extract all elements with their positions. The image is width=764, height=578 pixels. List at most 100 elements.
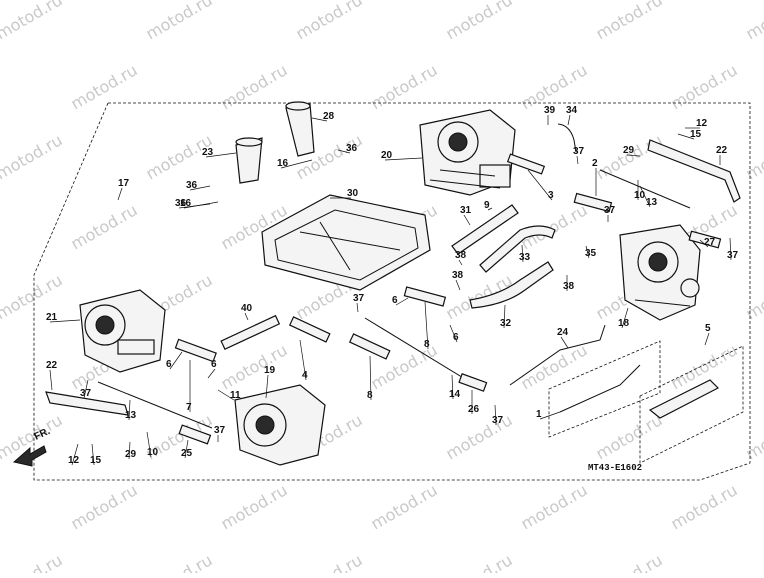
callout-leader <box>577 156 578 164</box>
funnel-23 <box>236 138 262 183</box>
callout-number: 10 <box>634 190 646 201</box>
callout-28: 28 <box>312 111 335 122</box>
callout-36: 36 <box>175 198 210 209</box>
callout-38: 38 <box>563 275 575 292</box>
callout-number: 36 <box>346 143 358 154</box>
callout-3: 3 <box>528 170 554 201</box>
callout-number: 2 <box>592 158 598 169</box>
callout-number: 12 <box>68 455 80 466</box>
callout-leader <box>464 215 470 225</box>
watermark-text: motod.ru <box>143 550 216 573</box>
callout-leader <box>50 370 52 390</box>
carburetor-21 <box>80 290 165 372</box>
callout-leader <box>705 333 709 345</box>
callout-number: 10 <box>147 447 159 458</box>
watermark-text: motod.ru <box>68 200 141 253</box>
watermark-text: motod.ru <box>293 0 366 43</box>
callout-39: 39 <box>544 105 556 125</box>
callout-number: 7 <box>186 402 192 413</box>
watermark-text: motod.ru <box>593 0 666 43</box>
watermark-text: motod.ru <box>218 340 291 393</box>
callout-number: 38 <box>455 250 467 261</box>
callout-number: 38 <box>452 270 464 281</box>
watermark-text: motod.ru <box>443 550 516 573</box>
callout-29: 29 <box>125 442 137 460</box>
callout-4: 4 <box>300 340 308 381</box>
watermark-text: motod.ru <box>743 130 764 183</box>
callout-number: 26 <box>468 404 480 415</box>
callout-number: 5 <box>705 323 711 334</box>
callout-number: 19 <box>264 365 276 376</box>
callout-leader <box>170 352 182 369</box>
callout-12: 12 <box>68 444 80 466</box>
watermark-text: motod.ru <box>593 410 666 463</box>
watermark-text: motod.ru <box>218 480 291 533</box>
callout-21: 21 <box>46 312 80 323</box>
callout-number: 23 <box>202 147 214 158</box>
watermark-text: motod.ru <box>743 550 764 573</box>
callout-number: 37 <box>214 425 226 436</box>
watermark-text: motod.ru <box>68 60 141 113</box>
callout-number: 27 <box>704 237 716 248</box>
callout-number: 34 <box>566 105 578 116</box>
airbox-30 <box>262 195 430 290</box>
callout-number: 6 <box>211 359 217 370</box>
callout-number: 29 <box>125 449 137 460</box>
callout-number: 25 <box>181 448 193 459</box>
watermark-text: motod.ru <box>218 60 291 113</box>
callout-number: 13 <box>646 197 658 208</box>
watermark-text: motod.ru <box>518 340 591 393</box>
watermark-text: motod.ru <box>0 0 66 43</box>
callout-number: 33 <box>519 252 531 263</box>
watermark-text: motod.ru <box>593 130 666 183</box>
callout-number: 38 <box>563 281 575 292</box>
callout-number: 15 <box>90 455 102 466</box>
callout-6: 6 <box>450 325 459 343</box>
watermark-text: motod.ru <box>0 550 66 573</box>
callout-40: 40 <box>241 303 253 320</box>
callout-12: 12 <box>685 118 708 129</box>
callout-number: 12 <box>696 118 708 129</box>
callout-leader <box>118 188 122 200</box>
callout-37: 37 <box>492 405 504 426</box>
callout-37: 37 <box>604 205 616 222</box>
callout-number: 8 <box>424 339 430 350</box>
callout-14: 14 <box>449 375 461 400</box>
callout-number: 1 <box>536 409 542 420</box>
carburetor-20 <box>420 110 515 195</box>
callout-number: 21 <box>46 312 58 323</box>
callout-number: 35 <box>585 248 597 259</box>
watermark-text: motod.ru <box>68 480 141 533</box>
callout-number: 15 <box>690 129 702 140</box>
callout-number: 8 <box>367 390 373 401</box>
callout-leader <box>561 337 568 348</box>
callout-number: 16 <box>277 158 289 169</box>
callout-37: 37 <box>353 293 365 312</box>
watermark-text: motod.ru <box>743 0 764 43</box>
callout-number: 9 <box>484 200 490 211</box>
watermark-text: motod.ru <box>143 0 216 43</box>
callout-38: 38 <box>455 250 467 265</box>
callout-22: 22 <box>716 145 728 165</box>
callout-number: 17 <box>118 178 130 189</box>
callout-37: 37 <box>573 146 585 164</box>
callout-number: 36 <box>175 198 187 209</box>
callout-number: 14 <box>449 389 461 400</box>
callout-number: 11 <box>230 390 241 401</box>
callout-number: 37 <box>492 415 504 426</box>
callout-number: 4 <box>302 370 308 381</box>
callout-number: 37 <box>604 205 616 216</box>
callout-9: 9 <box>484 200 492 211</box>
callout-number: 24 <box>557 327 569 338</box>
callout-number: 6 <box>453 332 459 343</box>
watermark-text: motod.ru <box>668 480 741 533</box>
callout-15: 15 <box>90 444 102 466</box>
callout-leader <box>540 412 560 419</box>
watermark-text: motod.ru <box>743 410 764 463</box>
callout-number: 30 <box>347 188 359 199</box>
callout-number: 18 <box>618 318 630 329</box>
callout-2: 2 <box>592 158 598 196</box>
callout-number: 13 <box>125 410 137 421</box>
callout-15: 15 <box>678 129 702 140</box>
callout-8: 8 <box>424 302 430 350</box>
